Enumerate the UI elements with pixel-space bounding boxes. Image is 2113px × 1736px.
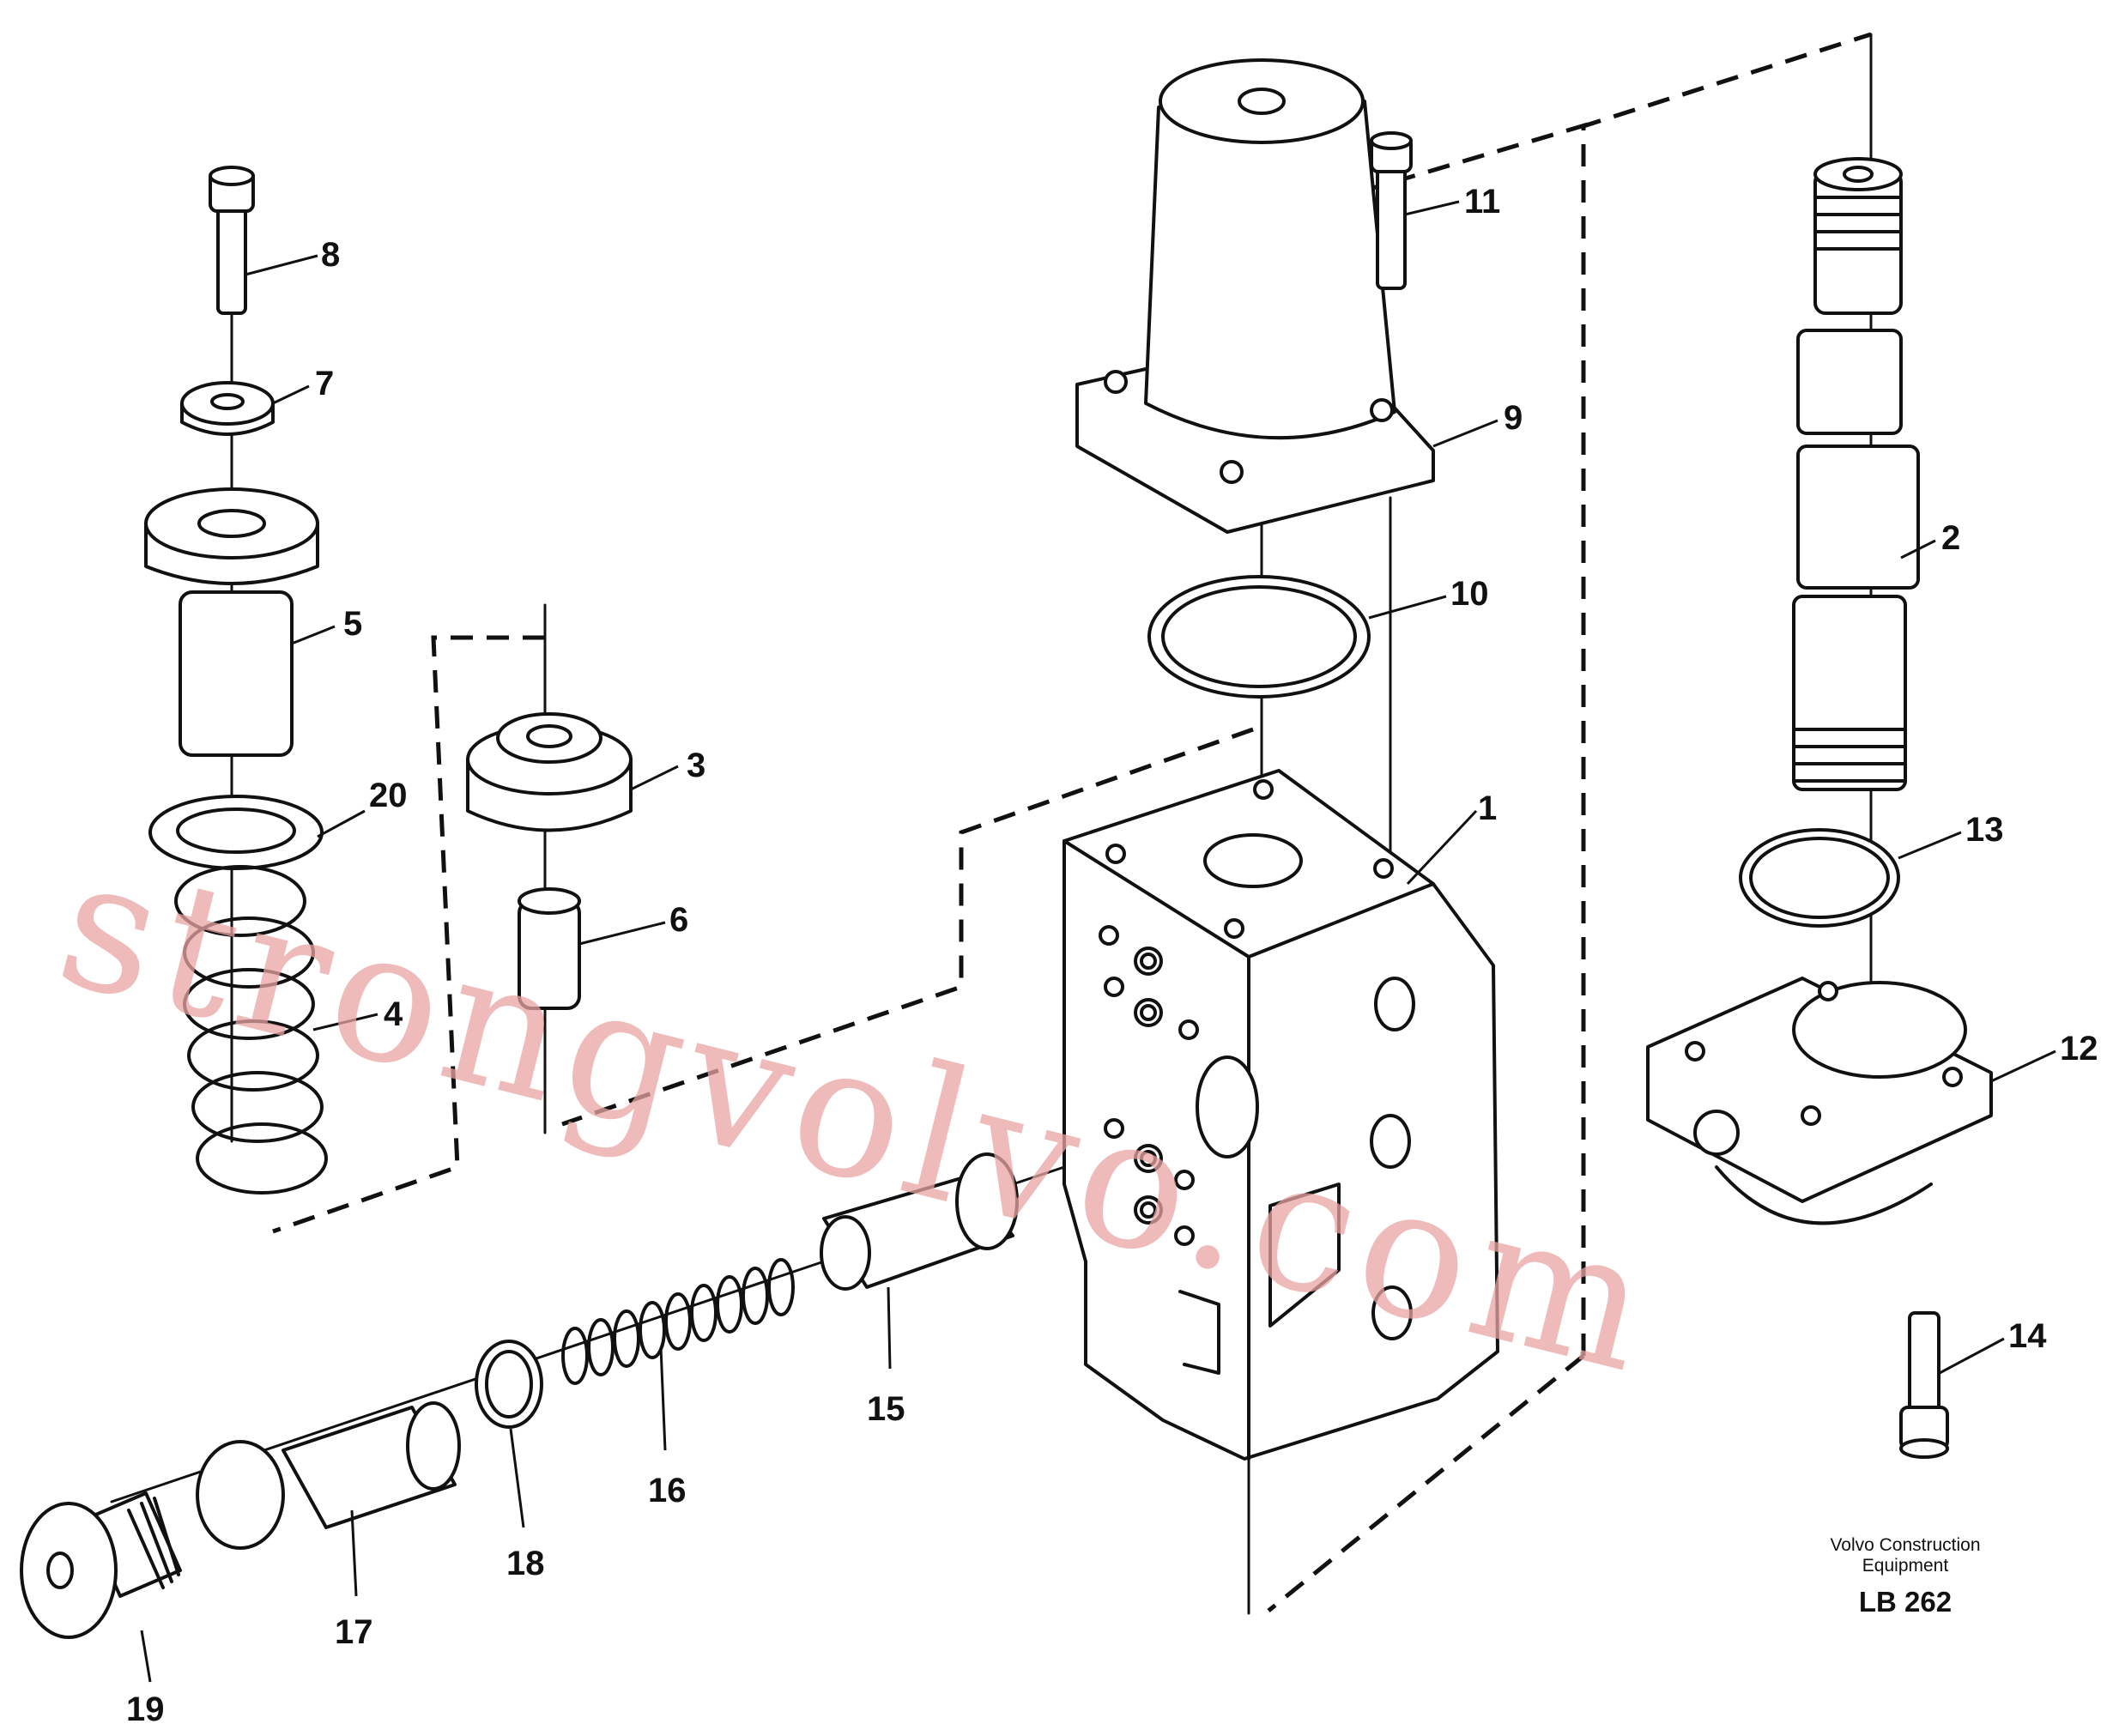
part-11-bolt <box>1370 131 1413 290</box>
part-12-flange <box>1646 977 1993 1225</box>
callout-17: 17 <box>335 1613 373 1651</box>
callout-12: 12 <box>2060 1030 2098 1068</box>
footer-line-2: Equipment <box>1862 1556 1949 1576</box>
callout-13: 13 <box>1965 811 2004 849</box>
callout-8: 8 <box>321 236 340 274</box>
callout-7: 7 <box>315 365 334 402</box>
part-5-sleeve <box>144 487 319 757</box>
callout-numbers: 1 2 3 4 5 6 7 8 9 10 11 12 13 14 15 16 1… <box>126 183 2098 1728</box>
callout-14: 14 <box>2008 1317 2047 1355</box>
callout-leaders <box>140 200 2056 1683</box>
callout-5: 5 <box>343 605 362 643</box>
part-4-spring <box>174 865 328 1195</box>
callout-18: 18 <box>506 1545 545 1582</box>
part-13-o-ring <box>1739 828 1900 928</box>
callout-20: 20 <box>369 777 408 814</box>
callout-2: 2 <box>1941 519 1960 557</box>
callout-9: 9 <box>1504 399 1523 437</box>
part-7-washer <box>180 381 275 436</box>
diagram-code: LB 262 <box>1858 1586 1953 1618</box>
callout-10: 10 <box>1450 575 1489 613</box>
part-1-valve-body <box>1063 769 1499 1461</box>
callout-4: 4 <box>384 995 403 1033</box>
callout-15: 15 <box>867 1390 905 1428</box>
part-6-bushing <box>518 887 581 1010</box>
part-19-plug <box>20 1491 182 1639</box>
part-15-sleeve <box>820 1152 1019 1291</box>
callout-16: 16 <box>648 1472 687 1509</box>
part-18-o-ring <box>475 1340 543 1429</box>
part-16-spring <box>561 1258 795 1385</box>
group-boundary-left <box>272 635 545 1234</box>
part-9-cover <box>1075 58 1435 534</box>
callout-6: 6 <box>669 901 688 939</box>
callout-1: 1 <box>1478 789 1497 827</box>
part-2-spool <box>1792 157 1920 791</box>
callout-3: 3 <box>687 747 705 784</box>
callout-19: 19 <box>126 1691 165 1728</box>
part-10-o-ring <box>1147 575 1371 699</box>
part-14-bolt <box>1899 1311 1949 1459</box>
part-8-bolt <box>209 166 255 315</box>
callout-11: 11 <box>1464 183 1500 221</box>
part-17-piston <box>196 1401 461 1550</box>
footer-line-1: Volvo Construction <box>1830 1535 1981 1555</box>
part-3-cap <box>466 712 633 832</box>
